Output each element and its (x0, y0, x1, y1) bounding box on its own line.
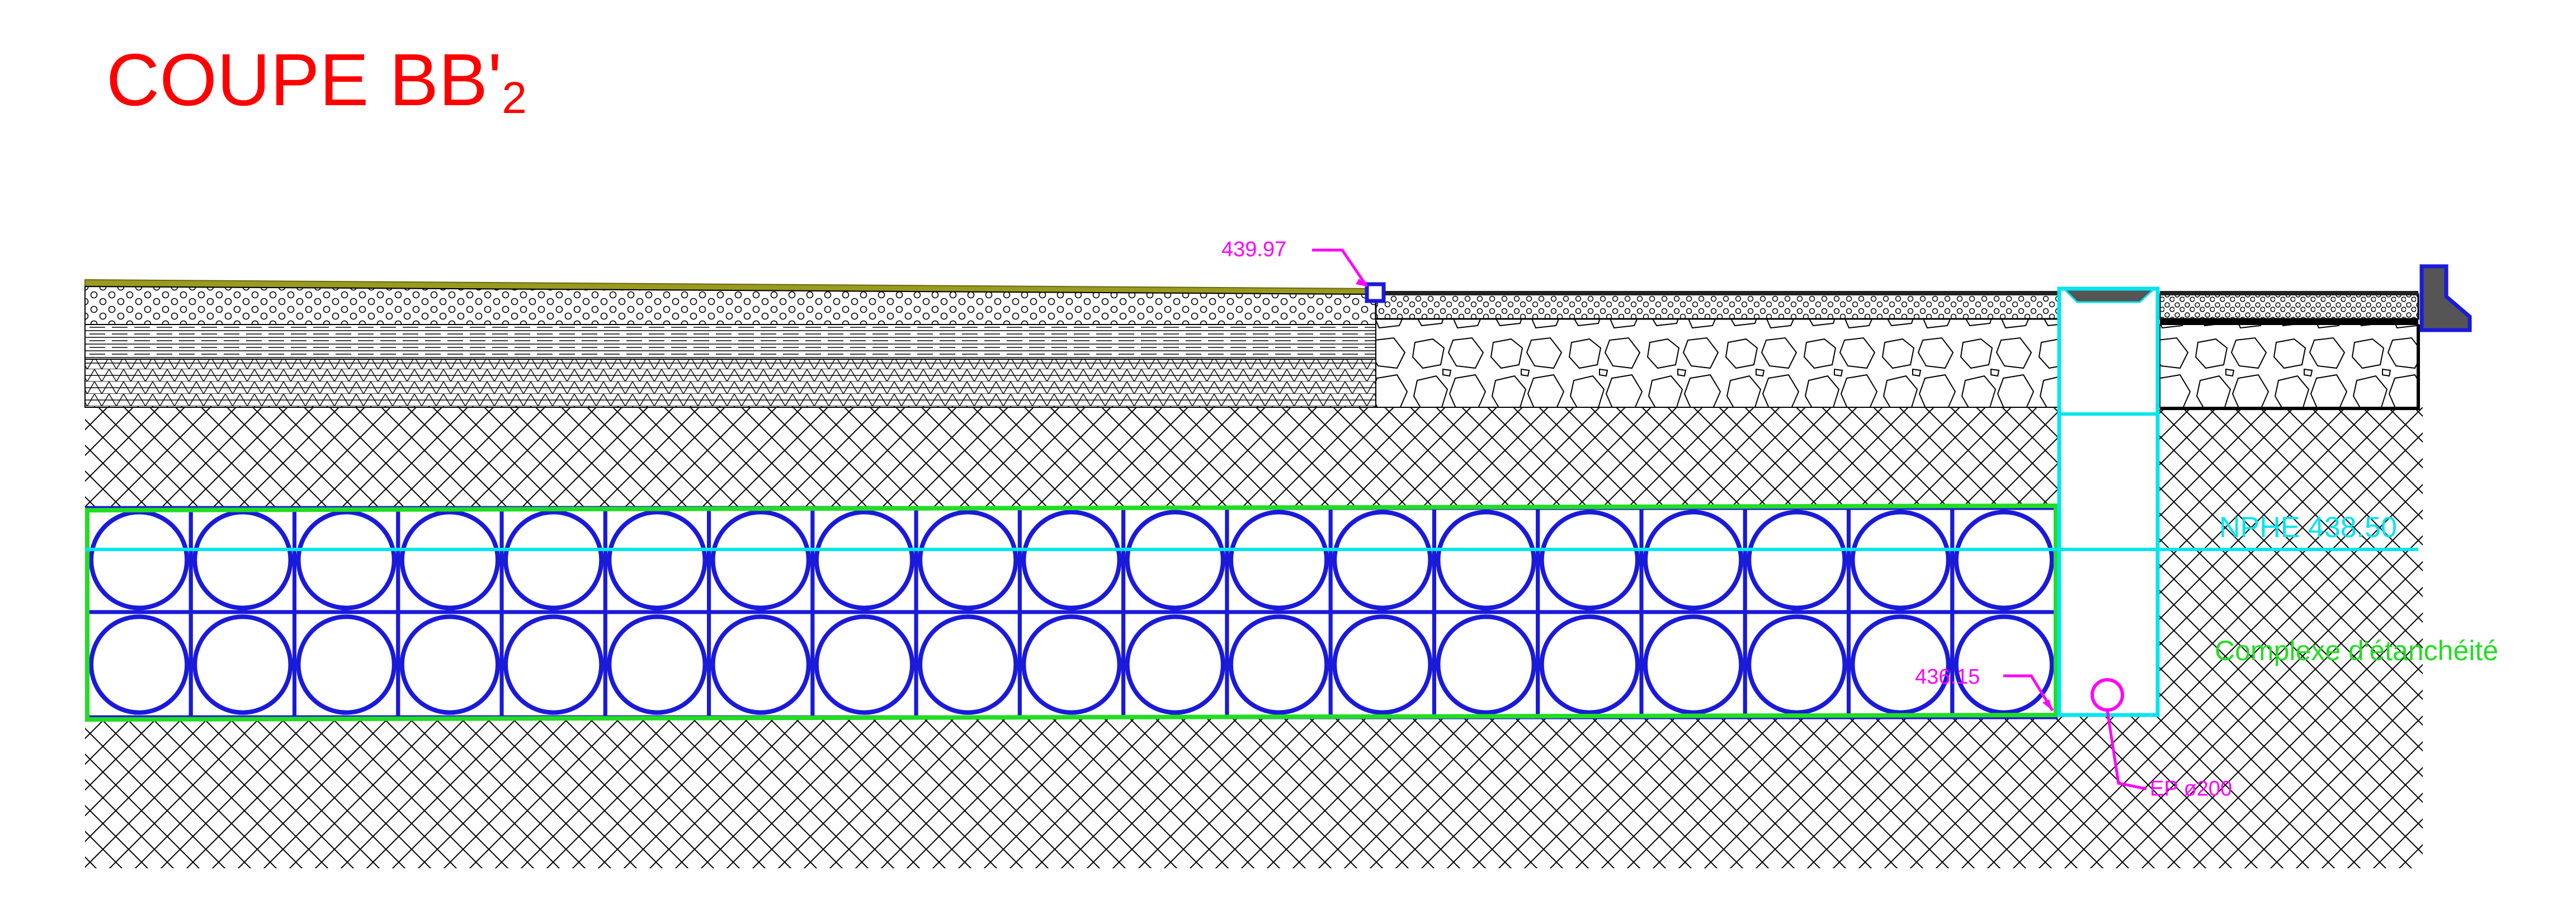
storage-module-opening (1125, 510, 1225, 610)
inspection-chamber (2057, 286, 2160, 717)
storage-module-opening (1850, 614, 1951, 715)
kerb (2419, 264, 2472, 332)
chamber-grate (2063, 289, 2155, 303)
storage-module-opening (1954, 510, 2054, 610)
bottom-level-marker: 436.15 (1915, 665, 2054, 712)
triangle-layer (84, 359, 1376, 408)
storage-module-opening (1125, 614, 1225, 715)
road-section (1375, 291, 2420, 410)
storage-module-opening (1228, 510, 1329, 610)
storage-module-opening (192, 614, 293, 715)
surface-level-label: 439.97 (1221, 238, 1286, 261)
storage-module-opening (1539, 614, 1640, 715)
left-embankment (84, 279, 1376, 408)
storage-module-opening (1332, 510, 1433, 610)
storage-module-opening (399, 614, 501, 715)
pipe-marker: EP ø200 (2106, 710, 2232, 801)
waterproof-membrane (85, 503, 2058, 722)
storage-module-opening (1643, 510, 1744, 610)
storage-module-opening (1539, 510, 1640, 610)
storage-module-opening (1643, 614, 1744, 715)
storage-module-opening (296, 614, 397, 715)
storage-module-opening (1436, 510, 1536, 610)
storage-module-opening (1954, 614, 2054, 715)
nphe-label: NPHE 438.50 (2219, 511, 2397, 544)
storage-module-opening (1021, 510, 1122, 610)
storage-module-opening (1332, 614, 1433, 715)
storage-module-opening (814, 510, 915, 610)
surface-level-marker: 439.97 (1221, 238, 1386, 303)
storage-module-opening (503, 614, 604, 715)
storage-module-opening (1228, 614, 1329, 715)
section-title-main: COUPE BB' (106, 39, 502, 121)
storage-module-opening (296, 510, 397, 610)
storage-module-opening (89, 614, 190, 715)
storage-module-opening (399, 510, 501, 610)
storage-module-opening (503, 510, 604, 610)
storage-module-opening (1747, 510, 1847, 610)
storage-module-opening (710, 510, 811, 610)
outlet-pipe (2091, 678, 2124, 712)
lined-layer (84, 324, 1376, 360)
pipe-label: EP ø200 (2150, 777, 2232, 801)
storage-module-opening (1021, 614, 1122, 715)
membrane-label: Complexe d'étanchéité (2215, 635, 2498, 666)
nphe-line: NPHE 438.50 (85, 511, 2418, 551)
storage-module-opening (1436, 614, 1536, 715)
section-title: COUPE BB'2 (106, 39, 527, 123)
storage-module-opening (607, 510, 707, 610)
storage-module-opening (1747, 614, 1847, 715)
storage-module-opening (814, 614, 915, 715)
storage-module-opening (607, 614, 707, 715)
storage-module-opening (1850, 510, 1951, 610)
storage-module-opening (710, 614, 811, 715)
storage-module-opening (918, 614, 1018, 715)
bottom-level-label: 436.15 (1915, 665, 1980, 689)
storage-structure (85, 503, 2060, 722)
storage-module-opening (918, 510, 1018, 610)
section-title-subscript: 2 (502, 73, 527, 123)
